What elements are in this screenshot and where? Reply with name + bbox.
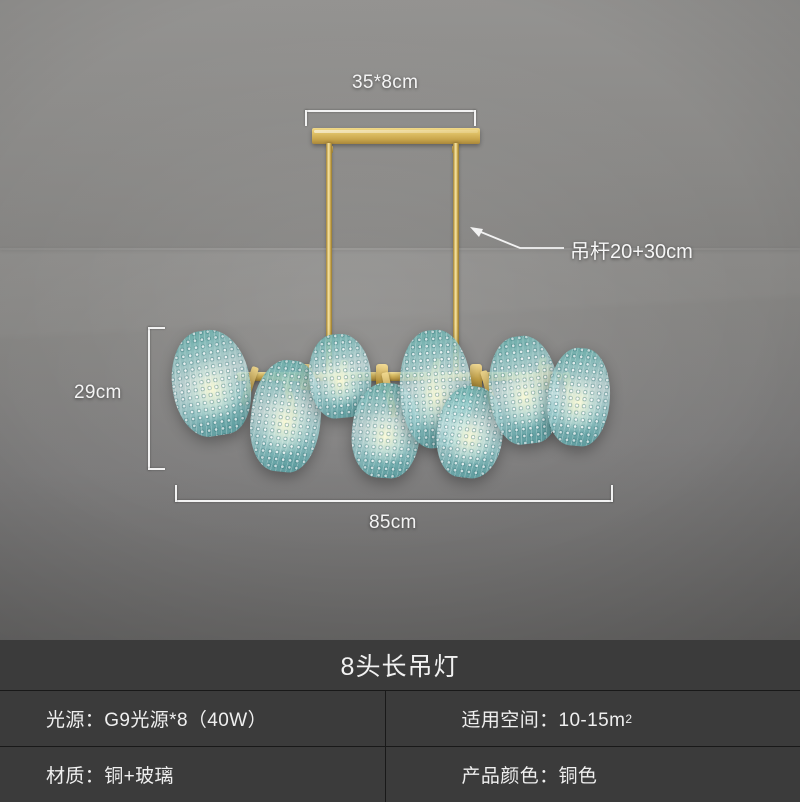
product-photo: 35*8cm 吊杆20+30cm 29cm 85cm bbox=[0, 0, 800, 640]
spec-product-color: 产品颜色：铜色 bbox=[386, 747, 800, 802]
canopy-dim-tick-right bbox=[474, 110, 476, 126]
product-title: 8头长吊灯 bbox=[0, 640, 800, 690]
height-dim-tick-bottom bbox=[148, 468, 165, 470]
glass-shade bbox=[544, 345, 614, 448]
spec-material: 材质：铜+玻璃 bbox=[0, 747, 386, 802]
canopy-dim-tick-left bbox=[305, 110, 307, 126]
height-dim-tick-top bbox=[148, 327, 165, 329]
ceiling-canopy-plate bbox=[312, 128, 480, 144]
spec-product-color-text: 产品颜色：铜色 bbox=[462, 761, 598, 788]
canopy-size-label: 35*8cm bbox=[352, 72, 418, 94]
rod-callout-arrow-icon bbox=[468, 222, 568, 254]
height-dim-line bbox=[148, 327, 150, 470]
chandelier-fixture bbox=[0, 0, 800, 640]
width-dim-tick-right bbox=[611, 485, 613, 502]
spec-suitable-space-text: 适用空间：10-15m bbox=[462, 705, 626, 732]
square-meter-superscript: 2 bbox=[625, 712, 632, 726]
canopy-dim-line bbox=[305, 110, 476, 112]
width-dim-line bbox=[175, 500, 613, 502]
height-label: 29cm bbox=[74, 382, 122, 404]
rod-length-label: 吊杆20+30cm bbox=[570, 235, 693, 264]
spec-row: 材质：铜+玻璃 产品颜色：铜色 bbox=[0, 746, 800, 802]
glass-shade bbox=[164, 325, 258, 442]
width-label: 85cm bbox=[369, 512, 417, 534]
spec-light-source: 光源：G9光源*8（40W） bbox=[0, 691, 386, 746]
width-dim-tick-left bbox=[175, 485, 177, 502]
